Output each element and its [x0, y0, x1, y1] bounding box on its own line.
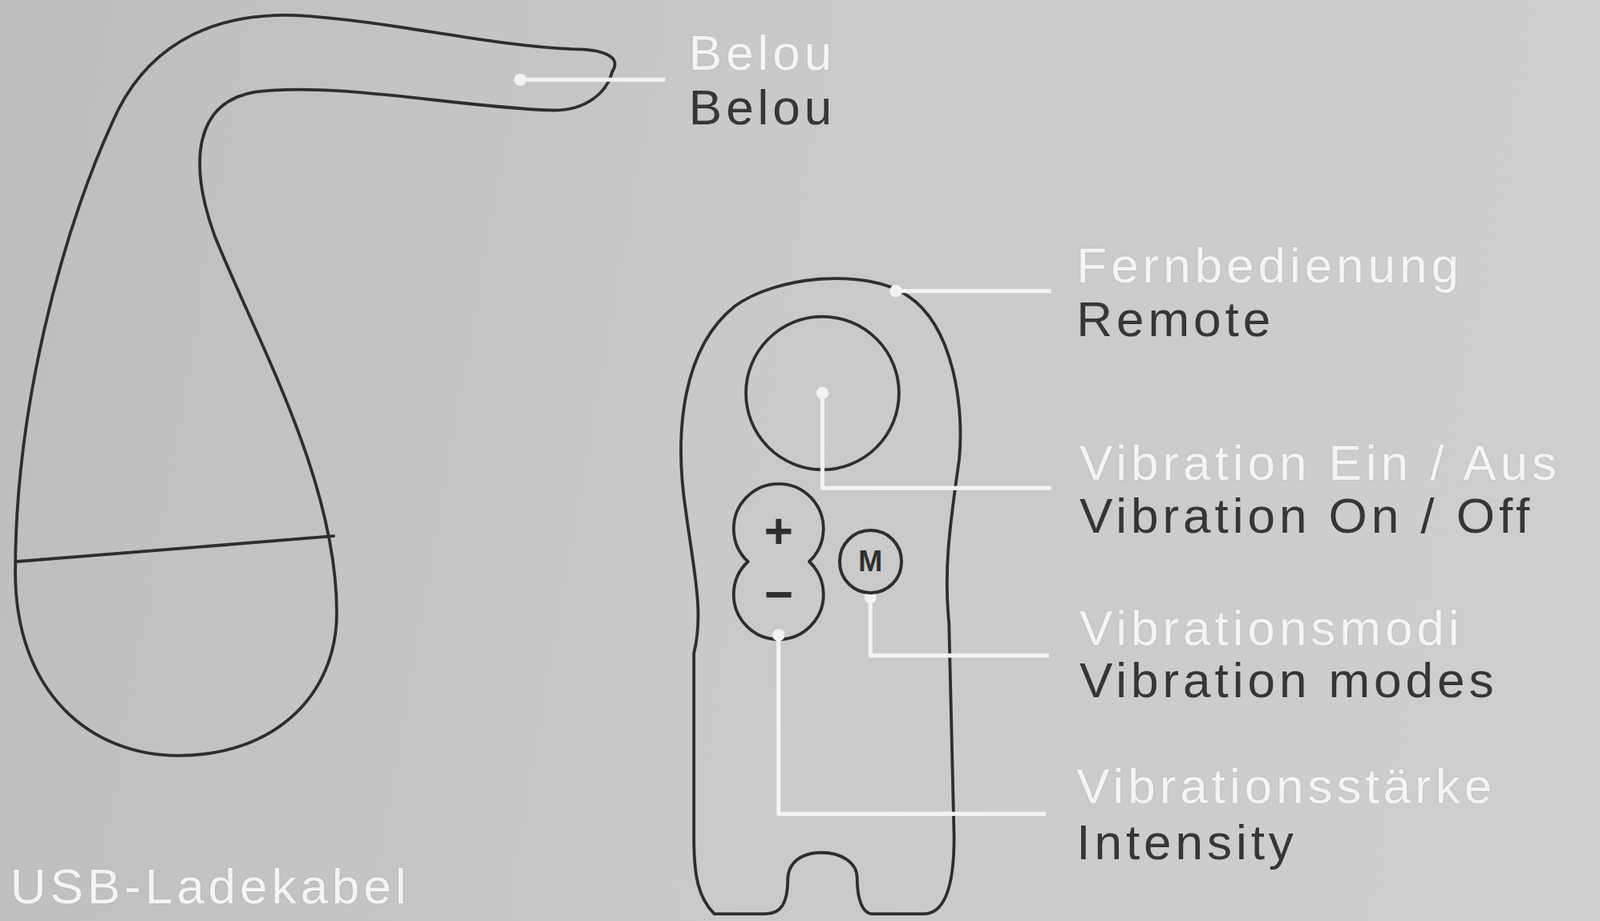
part-name: Remote — [1076, 294, 1275, 345]
part-name: Belou — [688, 82, 836, 133]
plus-button: + — [749, 501, 807, 561]
function-label: Vibrationsstärke — [1076, 761, 1496, 811]
leader-line — [895, 288, 1051, 293]
leader-line — [822, 392, 1051, 488]
leader-dot — [889, 284, 902, 297]
button-symbol: + — [764, 506, 794, 556]
function-label: Vibration modes — [1079, 655, 1498, 705]
minus-button: − — [749, 564, 807, 624]
mode-button: M — [838, 528, 904, 594]
egg-seam — [16, 535, 334, 562]
part-name: Fernbedienung — [1076, 240, 1463, 291]
leader-line — [520, 77, 666, 82]
remote-outline — [680, 278, 960, 914]
egg-outline — [15, 15, 616, 756]
function-label: Vibration Ein / Aus — [1079, 437, 1561, 488]
leader-dot — [514, 73, 527, 86]
intensity-button — [733, 483, 824, 640]
leader-line — [778, 635, 1046, 815]
function-label: Vibration On / Off — [1079, 490, 1534, 541]
leader-line — [870, 597, 1050, 657]
part-name: USB-Ladekabel — [10, 861, 411, 912]
function-label: Intensity — [1076, 817, 1298, 867]
function-label: Vibrationsmodi — [1079, 603, 1463, 653]
button-symbol: M — [858, 546, 883, 576]
leader-dot — [816, 386, 829, 399]
leader-dot — [772, 628, 785, 641]
button-symbol: − — [764, 569, 794, 620]
part-name: Belou — [688, 28, 836, 78]
